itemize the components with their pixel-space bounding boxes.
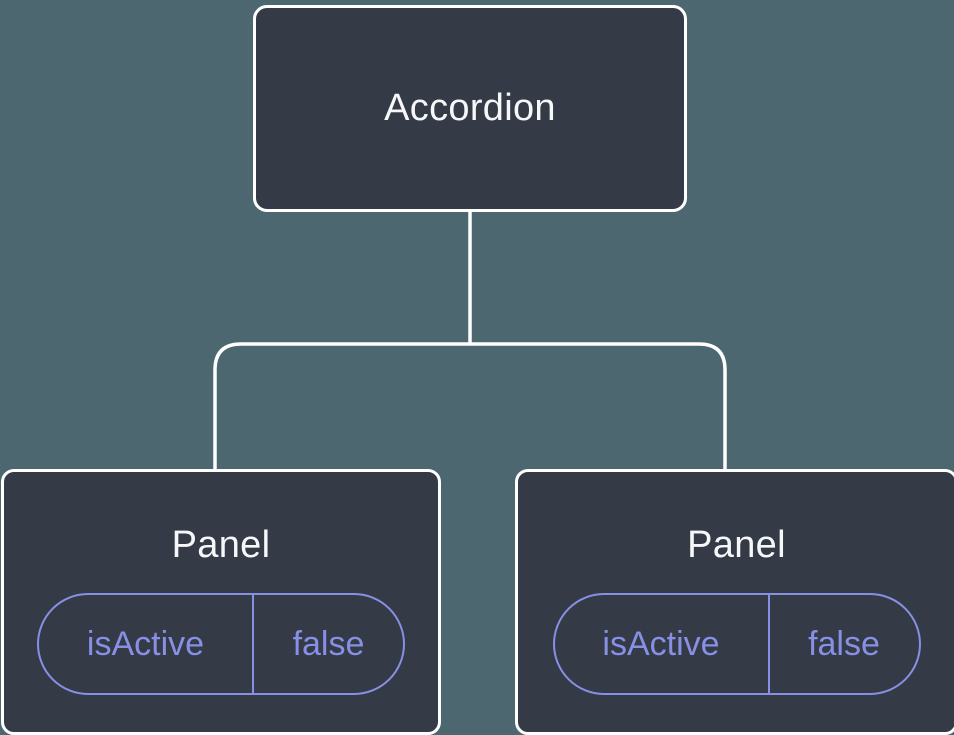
panel-node-label: Panel [171,524,271,566]
prop-value-label: false [767,595,919,693]
tree-node-accordion: Accordion [253,5,687,212]
state-pill: isActive false [552,593,921,695]
tree-node-panel-left: Panel isActive false [1,469,441,735]
panel-node-label: Panel [687,524,786,566]
state-pill: isActive false [37,593,405,695]
tree-node-panel-right: Panel isActive false [515,469,954,735]
prop-value-label: false [252,595,403,693]
prop-name-label: isActive [86,624,205,663]
accordion-node-label: Accordion [384,87,556,129]
prop-name-label: isActive [602,624,720,663]
connector-branches [213,342,727,470]
